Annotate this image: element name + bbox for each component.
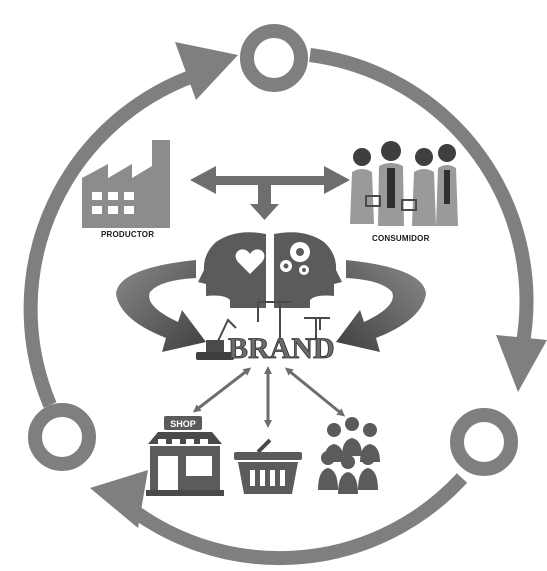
consumer-label: CONSUMIDOR — [372, 234, 430, 243]
brand-text: BRAND — [228, 332, 335, 365]
shop-sign-text: SHOP — [170, 419, 196, 429]
heart-icon — [235, 249, 265, 274]
cycle-node-left — [28, 403, 96, 471]
brand-construction-icon: BRAND — [196, 301, 335, 365]
shop-icon: SHOP — [146, 416, 224, 496]
exchange-arrows — [190, 166, 350, 220]
swoop-arrows — [116, 260, 426, 352]
cycle-arrowhead-top — [175, 42, 238, 100]
swoop-arrow-left — [116, 260, 206, 352]
cycle-node-top — [240, 24, 308, 92]
heart-gear-heads-icon — [198, 232, 342, 308]
factory-icon — [82, 140, 170, 228]
shopping-basket-icon — [234, 438, 302, 494]
gears-icon — [280, 242, 310, 275]
cycle-nodes — [28, 24, 518, 476]
arrow-brand-people — [284, 367, 346, 417]
outer-cycle — [23, 48, 534, 566]
cycle-arrowheads — [90, 42, 547, 528]
cycle-arrowhead-right — [496, 335, 547, 392]
cycle-arc-bottom — [115, 473, 468, 566]
swoop-arrow-right — [336, 260, 426, 352]
arrow-brand-shop — [192, 367, 252, 413]
people-group-icon — [318, 417, 380, 494]
shoppers-group-icon — [350, 141, 458, 226]
cycle-arrowhead-bottom — [90, 470, 148, 528]
channel-arrows — [192, 366, 346, 428]
cycle-node-right — [450, 408, 518, 476]
producer-label: PRODUCTOR — [101, 230, 155, 239]
cycle-arc-top-left — [23, 65, 208, 408]
cycle-arc-top-right — [309, 48, 534, 350]
